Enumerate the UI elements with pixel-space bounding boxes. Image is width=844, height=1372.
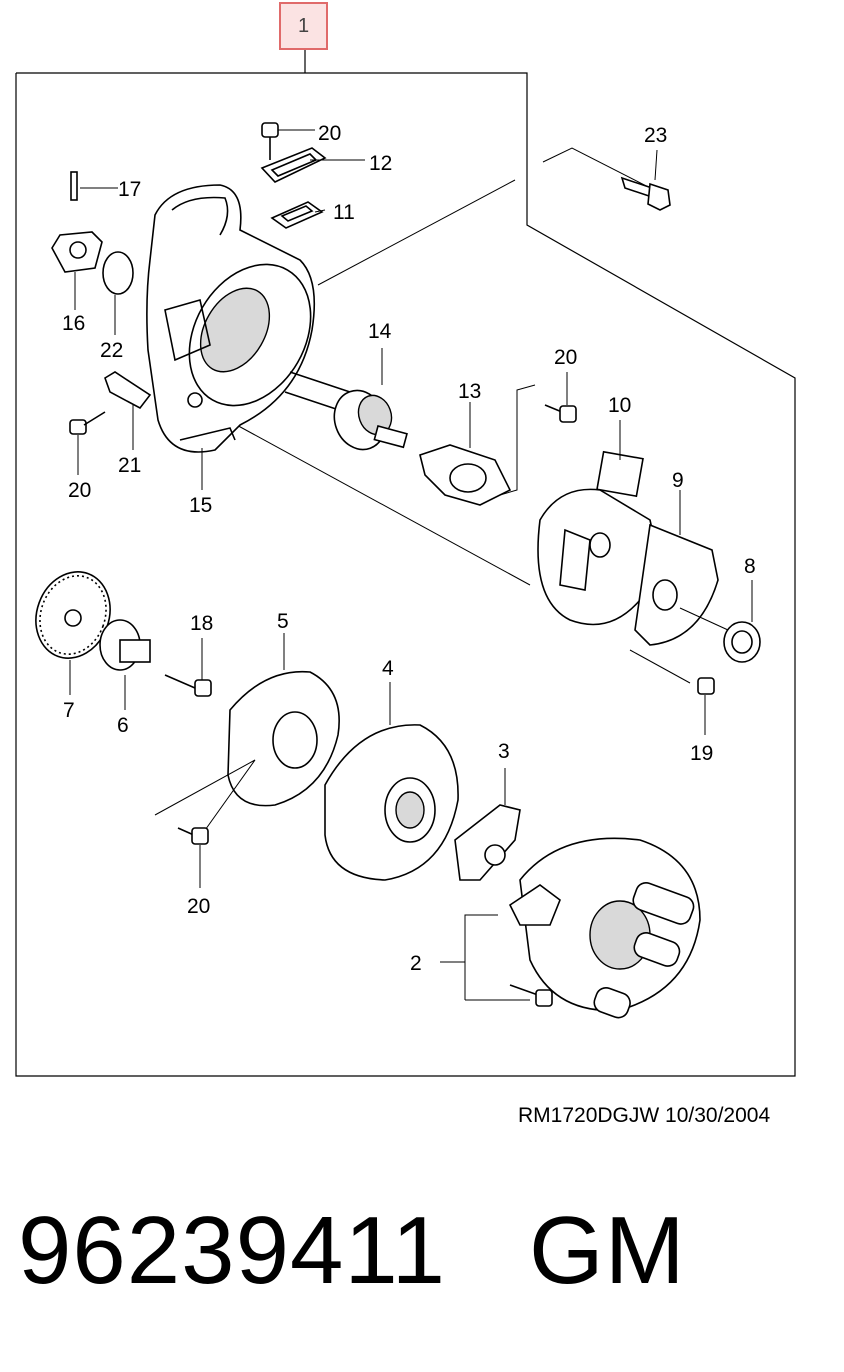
bolt-23 [620, 176, 671, 211]
coil-5 [227, 670, 340, 807]
sensor-plate-assembly [537, 450, 719, 646]
bolt-23-leader [542, 147, 661, 194]
callout-15: 15 [189, 494, 212, 517]
bearing-14 [284, 371, 408, 451]
callout-19: 19 [690, 742, 713, 765]
callout-18: 18 [190, 612, 213, 635]
callout-5: 5 [277, 610, 289, 633]
callout-12: 12 [369, 152, 392, 175]
gasket-11 [270, 201, 324, 229]
housing-15 [146, 184, 316, 453]
distributor-cap-2 [508, 837, 701, 1019]
callout-20-middle: 20 [554, 346, 577, 369]
bracket-16 [51, 231, 103, 273]
diagram-frame [15, 72, 796, 1077]
callout-22: 22 [100, 339, 123, 362]
callout-23: 23 [644, 124, 667, 147]
screw-20-cap [509, 984, 553, 1007]
callout-10: 10 [608, 394, 631, 417]
callout-6: 6 [117, 714, 129, 737]
housing-axis-line [199, 404, 531, 586]
callout-3: 3 [498, 740, 510, 763]
callout-13: 13 [458, 380, 481, 403]
callout-20-lower: 20 [187, 895, 210, 918]
callout-16: 16 [62, 312, 85, 335]
part-number: 96239411 GM [18, 1197, 686, 1304]
screw-20-top [261, 122, 279, 160]
reference-badge: 1 [279, 2, 328, 50]
callout-4: 4 [382, 657, 394, 680]
callout-2: 2 [410, 952, 422, 975]
screw-20-mid-leader [499, 384, 536, 496]
oring-22 [102, 251, 134, 295]
screw-20-lower [177, 827, 209, 845]
screw-18 [164, 674, 212, 697]
callout-8: 8 [744, 555, 756, 578]
callout-7: 7 [63, 699, 75, 722]
callout-21: 21 [118, 454, 141, 477]
screw-20-left [69, 411, 106, 435]
callout-20-top: 20 [318, 122, 341, 145]
module-4 [324, 724, 459, 881]
cover-12 [260, 147, 327, 183]
callout-9: 9 [672, 469, 684, 492]
pin-17 [70, 171, 78, 201]
screw-19 [629, 649, 715, 695]
seal-plate-13 [419, 444, 512, 506]
bracket-21 [104, 371, 152, 410]
callout-20-left: 20 [68, 479, 91, 502]
cap-8 [679, 607, 761, 663]
plate-9 [634, 523, 719, 646]
drawing-code: RM1720DGJW 10/30/2004 [518, 1104, 771, 1127]
callout-14: 14 [368, 320, 392, 343]
rotor-6 [99, 619, 151, 671]
screw-20-low-leader [154, 759, 256, 841]
sensor-10 [596, 450, 644, 498]
callout-17: 17 [118, 178, 141, 201]
screw-20-middle [544, 404, 577, 423]
rotor-arm-3 [454, 804, 521, 881]
part-2-bracket-top [464, 914, 498, 1000]
callout-11: 11 [333, 201, 355, 224]
housing-bracket-line [317, 179, 516, 286]
